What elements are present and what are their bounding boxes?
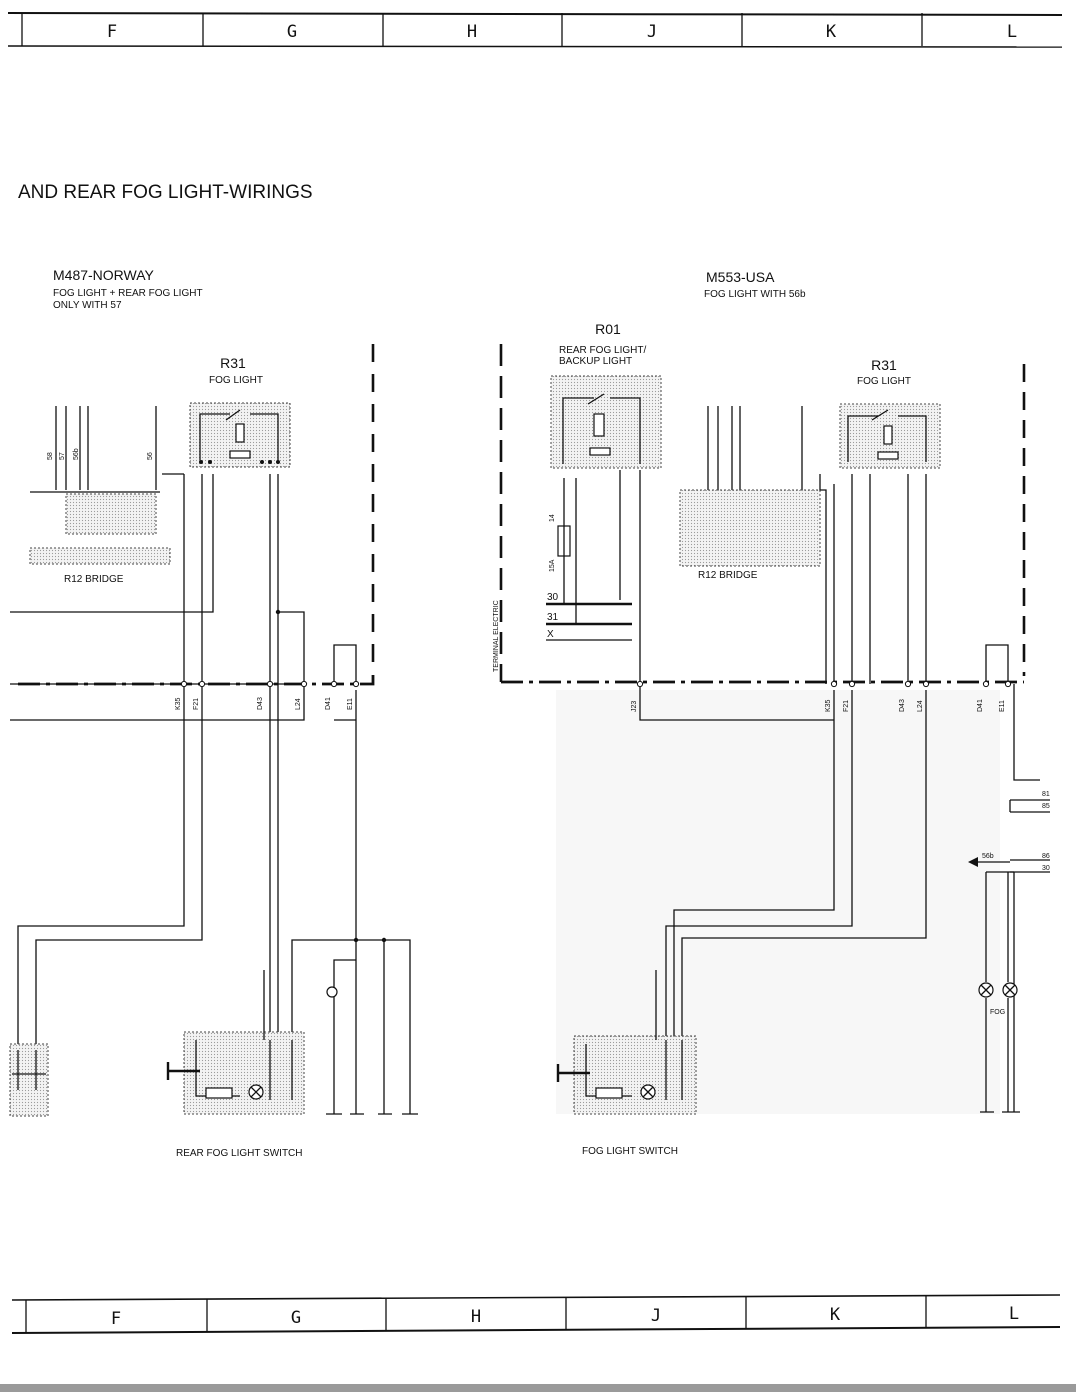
top-col-g: G: [287, 22, 297, 42]
left-connector-dots: [180, 680, 360, 688]
right-sub1: FOG LIGHT WITH 56b: [704, 289, 806, 300]
fog-lamp-label: FOG: [990, 1009, 1005, 1016]
left-conn-f21: F21: [193, 698, 200, 710]
right-conn-d43: D43: [899, 699, 906, 712]
left-pin-57: 57: [59, 452, 66, 460]
left-heading: M487-NORWAY: [53, 267, 155, 283]
right-conn-j23: J23: [631, 701, 638, 712]
left-pin-56b: 56b: [73, 448, 80, 460]
rear-fog-switch-label: REAR FOG LIGHT SWITCH: [176, 1148, 303, 1159]
right-connector-dots: [636, 680, 1012, 688]
left-relay-name: FOG LIGHT: [209, 375, 263, 386]
left-relay-id: R31: [220, 355, 246, 371]
right-diagram: M553-USA FOG LIGHT WITH 56b TERMINAL ELE…: [493, 269, 1050, 1157]
left-conn-e11: E11: [347, 698, 354, 710]
bottom-column-ruler: F G H J K L: [11, 1294, 1061, 1334]
r01-name2: BACKUP LIGHT: [559, 356, 632, 367]
left-relay-pins: [199, 460, 280, 464]
left-conn-d43: D43: [257, 697, 264, 710]
left-bridge-strip: [29, 547, 171, 565]
side-pin-86: 86: [1042, 853, 1050, 860]
right-conn-f21: F21: [843, 700, 850, 712]
side-pin-85: 85: [1042, 803, 1050, 810]
bottom-col-j: J: [651, 1306, 661, 1326]
side-pin-30: 30: [1042, 865, 1050, 872]
bottom-col-f: F: [111, 1309, 121, 1329]
left-conn-l24: L24: [295, 698, 302, 710]
rear-fog-switch-box: [183, 1031, 305, 1115]
left-conn-d41: D41: [325, 697, 332, 710]
bus-x: X: [547, 629, 554, 640]
bottom-scroll-bar: [0, 1384, 1076, 1392]
right-conn-d41: D41: [977, 699, 984, 712]
fuse-14: 14: [549, 514, 556, 522]
left-bridge-block: [65, 493, 157, 535]
right-conn-e11: E11: [999, 700, 1006, 712]
bottom-col-g: G: [291, 1308, 301, 1328]
top-col-l: L: [1007, 22, 1017, 42]
r01-id: R01: [595, 321, 621, 337]
bottom-col-h: H: [471, 1307, 481, 1327]
left-bridge-label: R12 BRIDGE: [64, 574, 124, 585]
top-col-k: K: [826, 22, 837, 42]
right-conn-k35: K35: [825, 699, 832, 712]
fog-switch-label: FOG LIGHT SWITCH: [582, 1146, 678, 1157]
r01-name1: REAR FOG LIGHT/: [559, 345, 646, 356]
fog-switch-box: [573, 1035, 697, 1115]
top-column-ruler: F G H J K L: [7, 12, 1063, 48]
arrow-56b-label: 56b: [982, 853, 994, 860]
diagram-title: AND REAR FOG LIGHT-WIRINGS: [18, 182, 313, 203]
bus-30: 30: [547, 592, 559, 603]
arrow-56b-icon: [968, 857, 978, 867]
bottom-col-l: L: [1009, 1304, 1019, 1324]
right-relay-name: FOG LIGHT: [857, 376, 911, 387]
top-col-h: H: [467, 22, 477, 42]
right-bridge-box: [679, 489, 821, 567]
top-col-f: F: [107, 22, 117, 42]
side-pin-81: 81: [1042, 791, 1050, 798]
bus-31: 31: [547, 612, 559, 623]
bottom-col-k: K: [830, 1305, 841, 1325]
left-pin-58: 58: [47, 452, 54, 460]
right-bridge-label: R12 BRIDGE: [698, 570, 758, 581]
left-sub2: ONLY WITH 57: [53, 300, 122, 311]
left-pin-56: 56: [147, 452, 154, 460]
left-edge-switch: [9, 1043, 49, 1117]
fuse-15a: 15A: [549, 559, 556, 572]
left-diagram: M487-NORWAY FOG LIGHT + REAR FOG LIGHT O…: [9, 267, 418, 1159]
top-col-j: J: [647, 22, 657, 42]
fog-lamp-icons: [978, 982, 1018, 998]
left-conn-k35: K35: [175, 697, 182, 710]
left-sub1: FOG LIGHT + REAR FOG LIGHT: [53, 288, 203, 299]
right-relay-id: R31: [871, 357, 897, 373]
right-conn-l24: L24: [917, 700, 924, 712]
terminal-label: TERMINAL ELECTRIC: [493, 600, 500, 672]
right-heading: M553-USA: [706, 269, 775, 285]
